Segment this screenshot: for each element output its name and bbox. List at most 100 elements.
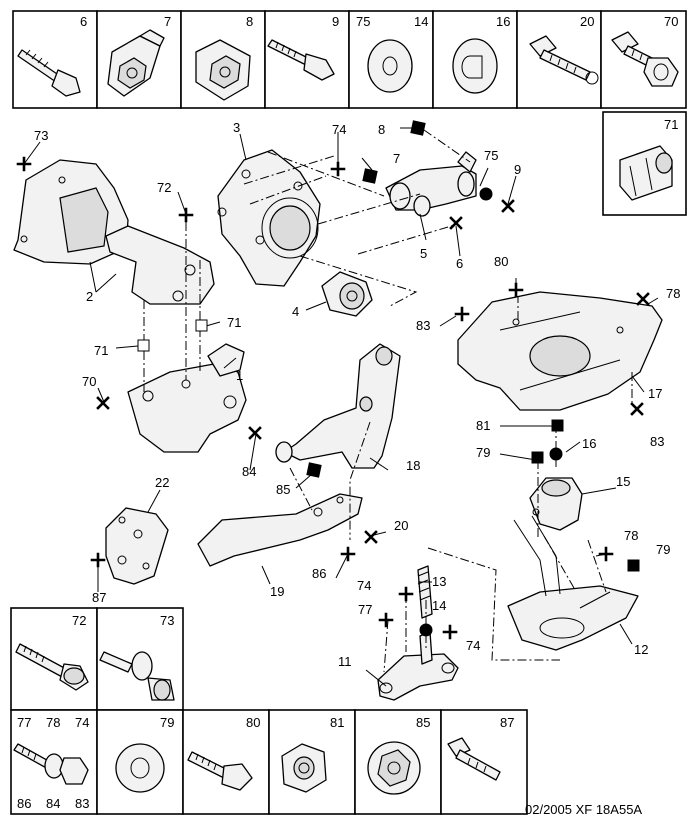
callout-labels: 1 2 3 4 5 6 7 8 9 11 12 13 14 15 16 17 1… <box>34 120 680 669</box>
callout-3: 3 <box>233 120 240 135</box>
open-markers <box>137 319 208 352</box>
lower-cradle <box>507 515 639 651</box>
thumb-label-6: 6 <box>80 14 87 29</box>
thumb-label-83: 83 <box>75 796 89 811</box>
callout-9: 9 <box>514 162 521 177</box>
thumb-box-87 <box>440 709 528 815</box>
flat-washer-icon <box>115 743 165 793</box>
engine-bracket <box>217 149 321 287</box>
threaded-stud <box>417 565 433 619</box>
screw-icon <box>447 737 501 781</box>
callout-78-top: 78 <box>666 286 680 301</box>
callout-5: 5 <box>420 246 427 261</box>
callout-73: 73 <box>34 128 48 143</box>
thumb-label-87: 87 <box>500 715 514 730</box>
callout-71-right: 71 <box>227 315 241 330</box>
gearbox-mount-lower <box>127 343 247 453</box>
thumb-label-9: 9 <box>332 14 339 29</box>
callout-4: 4 <box>292 304 299 319</box>
thumb-label-85: 85 <box>416 715 430 730</box>
callout-6: 6 <box>456 256 463 271</box>
callout-2: 2 <box>86 289 93 304</box>
thumb-label-73: 73 <box>160 613 174 628</box>
thumb-label-86: 86 <box>17 796 31 811</box>
torque-link-arm <box>385 151 477 217</box>
cage-nut-plate-icon <box>195 39 251 101</box>
bottom-parts-grid: 72 73 77 78 74 86 84 83 <box>10 607 528 815</box>
callout-14: 14 <box>432 598 446 613</box>
flange-washer-icon <box>367 741 421 795</box>
thumb-label-78: 78 <box>46 715 60 730</box>
small-bracket <box>105 507 169 585</box>
gearbox-mount-upper <box>529 477 583 531</box>
cage-nut-clip-icon <box>107 29 165 97</box>
reaction-strut <box>275 343 401 469</box>
bolt-washer-nut-icon <box>13 743 89 785</box>
thumb-label-80: 80 <box>246 715 260 730</box>
thumb-label-75: 75 <box>356 14 370 29</box>
long-flange-bolt-icon <box>15 643 89 691</box>
callout-17: 17 <box>648 386 662 401</box>
thumb-label-16: 16 <box>496 14 510 29</box>
callout-19: 19 <box>270 584 284 599</box>
thumb-label-81: 81 <box>330 715 344 730</box>
callout-77: 77 <box>358 602 372 617</box>
callout-79-right: 79 <box>656 542 670 557</box>
thumb-box-20 <box>516 10 602 109</box>
top-parts-row: 6 7 8 9 75 14 <box>12 10 687 109</box>
diagram-reference-code: 02/2005 XF 18A55A <box>525 802 643 817</box>
callout-84: 84 <box>242 464 256 479</box>
callout-86: 86 <box>312 566 326 581</box>
thumb-label-79: 79 <box>160 715 174 730</box>
callout-7: 7 <box>393 151 400 166</box>
thumb-label-8: 8 <box>246 14 253 29</box>
thumb-label-70: 70 <box>664 14 678 29</box>
lower-link <box>377 631 459 701</box>
support-plate <box>197 493 363 567</box>
callout-81: 81 <box>476 418 490 433</box>
bushing-sleeve-icon <box>619 145 673 201</box>
bolt-icon <box>267 39 335 81</box>
callout-22: 22 <box>155 475 169 490</box>
callout-71-left: 71 <box>94 343 108 358</box>
thumb-box-72 <box>10 607 98 711</box>
thumb-label-77: 77 <box>17 715 31 730</box>
thumb-label-20: 20 <box>580 14 594 29</box>
thumb-label-14: 14 <box>414 14 428 29</box>
callout-8: 8 <box>378 122 385 137</box>
callout-13: 13 <box>432 574 446 589</box>
callout-75: 75 <box>484 148 498 163</box>
callout-20: 20 <box>394 518 408 533</box>
callout-79-left: 79 <box>476 445 490 460</box>
callout-72: 72 <box>157 180 171 195</box>
callout-74-stud: 74 <box>357 578 371 593</box>
callout-83-right: 83 <box>650 434 664 449</box>
thumb-label-74: 74 <box>75 715 89 730</box>
filled-markers <box>306 120 640 637</box>
hex-nut-icon <box>281 743 327 793</box>
callout-78-bottom: 78 <box>624 528 638 543</box>
callout-85: 85 <box>276 482 290 497</box>
callout-1: 1 <box>236 368 243 383</box>
d-washer-icon <box>452 38 498 94</box>
bolt-with-washer-icon <box>611 31 679 87</box>
callout-12: 12 <box>634 642 648 657</box>
engine-mount-left <box>13 159 215 305</box>
thumb-label-72: 72 <box>72 613 86 628</box>
thumb-label-71: 71 <box>664 117 678 132</box>
flange-bolt-icon <box>529 35 599 85</box>
self-tapping-screw-icon <box>187 751 253 791</box>
subframe-tray <box>457 291 663 411</box>
side-part-box: 71 <box>602 111 687 216</box>
stud-with-sleeve-icon <box>99 651 175 701</box>
thumb-label-7: 7 <box>164 14 171 29</box>
callout-87: 87 <box>92 590 106 605</box>
rubber-bushing <box>321 271 373 317</box>
washer-icon <box>367 39 413 93</box>
leader-lines <box>23 127 659 687</box>
callout-18: 18 <box>406 458 420 473</box>
callout-74-top: 74 <box>332 122 346 137</box>
callout-83-left: 83 <box>416 318 430 333</box>
callout-74-link: 74 <box>466 638 480 653</box>
